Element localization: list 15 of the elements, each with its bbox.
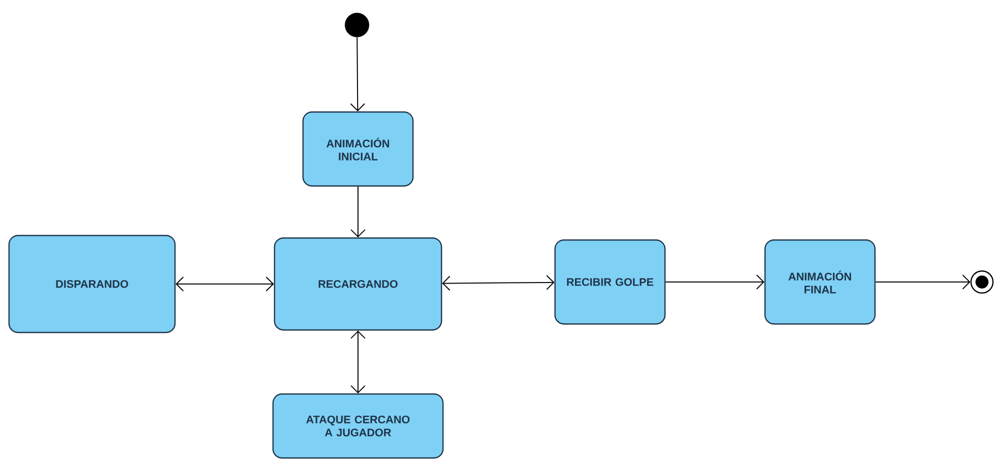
initial-state: [344, 12, 370, 38]
state-box: ANIMACIÓN FINAL: [764, 239, 876, 325]
arrow: [350, 36, 366, 112]
arrow: [665, 274, 764, 290]
state-box: ANIMACIÓN INICIAL: [302, 111, 414, 187]
state-box: ATAQUE CERCANO A JUGADOR: [272, 393, 444, 459]
arrow: [442, 275, 554, 291]
final-state: [970, 270, 994, 294]
state-box: DISPARANDO: [8, 234, 176, 334]
arrow: [176, 276, 274, 292]
state-box: RECARGANDO: [274, 237, 442, 331]
state-box: RECIBIR GOLPE: [554, 239, 666, 325]
arrow: [350, 186, 366, 238]
arrow: [875, 274, 970, 290]
arrow: [350, 330, 366, 394]
